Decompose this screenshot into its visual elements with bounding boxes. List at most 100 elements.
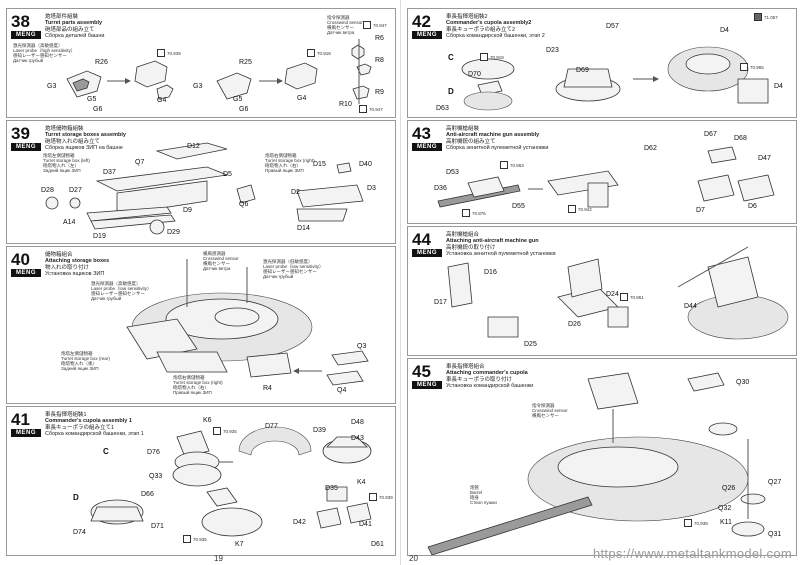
part-label: D26: [568, 321, 581, 328]
part-label: D: [448, 87, 454, 96]
paint-icon: [183, 535, 191, 543]
laser-probe-note: 激光探測器（高敏感度）Laser probe（high sensitivity）…: [13, 43, 76, 63]
part-label: D55: [512, 203, 525, 210]
step-badge: 43 MENG: [412, 125, 442, 151]
part-label: D6: [748, 203, 757, 210]
part-label: Q3: [357, 343, 367, 350]
laser-probe-note: 激光探測器（低敏感度）Laser probe（low sensitivity） …: [263, 259, 324, 279]
part-label: D28: [41, 187, 54, 194]
step-title: 高射機槍組裝 Anti-aircraft machine gun assembl…: [446, 126, 549, 151]
step-44-panel: 44 MENG 高射機槍組合 Attaching anti-aircraft m…: [407, 226, 797, 356]
step-43-diagram: [437, 146, 775, 208]
part-label: Q33: [149, 473, 163, 480]
part-label: R6: [375, 35, 384, 42]
step-38-diagram: [66, 39, 372, 104]
paint-code: 70.918: [307, 49, 331, 57]
part-label: A14: [63, 219, 76, 226]
paint-icon: [363, 21, 371, 29]
paint-icon: [369, 493, 377, 501]
paint-code: 70.939: [157, 49, 181, 57]
part-label: D69: [576, 67, 589, 74]
right-page: 42 MENG 車長指揮塔組裝2 Commander's cupola asse…: [401, 0, 800, 565]
step-38-panel: 38 MENG 炮塔部件組裝 Turret parts assembly 砲塔部…: [6, 8, 396, 118]
step-41-diagram: [90, 426, 372, 537]
paint-icon: [157, 49, 165, 57]
paint-code: 70.935: [183, 535, 207, 543]
part-label: D47: [758, 155, 771, 162]
part-label: D35: [325, 485, 338, 492]
part-label: D66: [141, 491, 154, 498]
part-label: K6: [203, 417, 212, 424]
part-label: D71: [151, 523, 164, 530]
part-label: D39: [313, 427, 326, 434]
paint-code: 70.935: [213, 427, 237, 435]
part-label: D2: [291, 189, 300, 196]
part-label: D61: [371, 541, 384, 548]
part-label: D29: [167, 229, 180, 236]
part-label: D4: [720, 27, 729, 34]
part-label: Q26: [722, 485, 736, 492]
part-label: D41: [359, 521, 372, 528]
part-label: D25: [524, 341, 537, 348]
part-label: D74: [73, 529, 86, 536]
step-number: 38: [11, 12, 30, 31]
part-label: D19: [93, 233, 106, 240]
paint-icon: [684, 519, 692, 527]
part-label: R4: [263, 385, 272, 392]
part-label: G3: [193, 83, 203, 90]
step-39-diagram: [45, 142, 364, 235]
paint-icon: [754, 13, 762, 21]
step-45-panel: 45 MENG 車長指揮塔組合 Attaching commander's cu…: [407, 358, 797, 556]
paint-icon: [568, 205, 576, 213]
part-label: C: [103, 447, 109, 456]
step-43-panel: 43 MENG 高射機槍組裝 Anti-aircraft machine gun…: [407, 120, 797, 224]
step-title: 車長指揮塔組裝2 Commander's cupola assembly2 車長…: [446, 14, 545, 39]
part-label: G4: [157, 97, 167, 104]
paint-code: 70.861: [620, 293, 644, 301]
step-41-panel: 41 MENG 車長指揮塔組裝1 Commander's cupola asse…: [6, 406, 396, 556]
part-label: D77: [265, 423, 278, 430]
part-label: G5: [233, 96, 243, 103]
part-label: Q30: [736, 379, 750, 386]
part-label: D12: [187, 143, 200, 150]
paint-icon: [359, 105, 367, 113]
step-badge: 38 MENG: [11, 13, 41, 39]
part-label: G6: [93, 106, 103, 113]
part-label: Q7: [135, 159, 145, 166]
part-label: D3: [367, 185, 376, 192]
step-45-diagram: [427, 372, 766, 555]
part-label: D9: [183, 207, 192, 214]
part-label: D48: [351, 419, 364, 426]
step-title: 儲物箱組合 Attaching storage boxes 物入れの取り付け У…: [45, 252, 110, 277]
step-badge: 42 MENG: [412, 13, 442, 39]
part-label: D23: [546, 47, 559, 54]
brand-logo: MENG: [11, 31, 41, 39]
step-42-diagram: [461, 46, 769, 111]
part-label: G4: [297, 95, 307, 102]
step-44-diagram: [447, 246, 789, 340]
part-label: D57: [606, 23, 619, 30]
part-label: D53: [446, 169, 459, 176]
step-badge: 44 MENG: [412, 231, 442, 257]
part-label: Q32: [718, 505, 732, 512]
part-label: D: [73, 493, 79, 502]
paint-code: 70.939: [684, 519, 708, 527]
part-label: D37: [103, 169, 116, 176]
part-label: C: [448, 53, 454, 62]
part-label: D68: [734, 135, 747, 142]
part-label: G3: [47, 83, 57, 90]
part-label: K4: [357, 479, 366, 486]
part-label: D27: [69, 187, 82, 194]
step-badge: 39 MENG: [11, 125, 41, 151]
part-label: D36: [434, 185, 447, 192]
paint-code: 70.965: [740, 63, 764, 71]
step-42-panel: 42 MENG 車長指揮塔組裝2 Commander's cupola asse…: [407, 8, 797, 118]
part-label: R10: [339, 101, 352, 108]
page-number: 20: [409, 554, 418, 563]
